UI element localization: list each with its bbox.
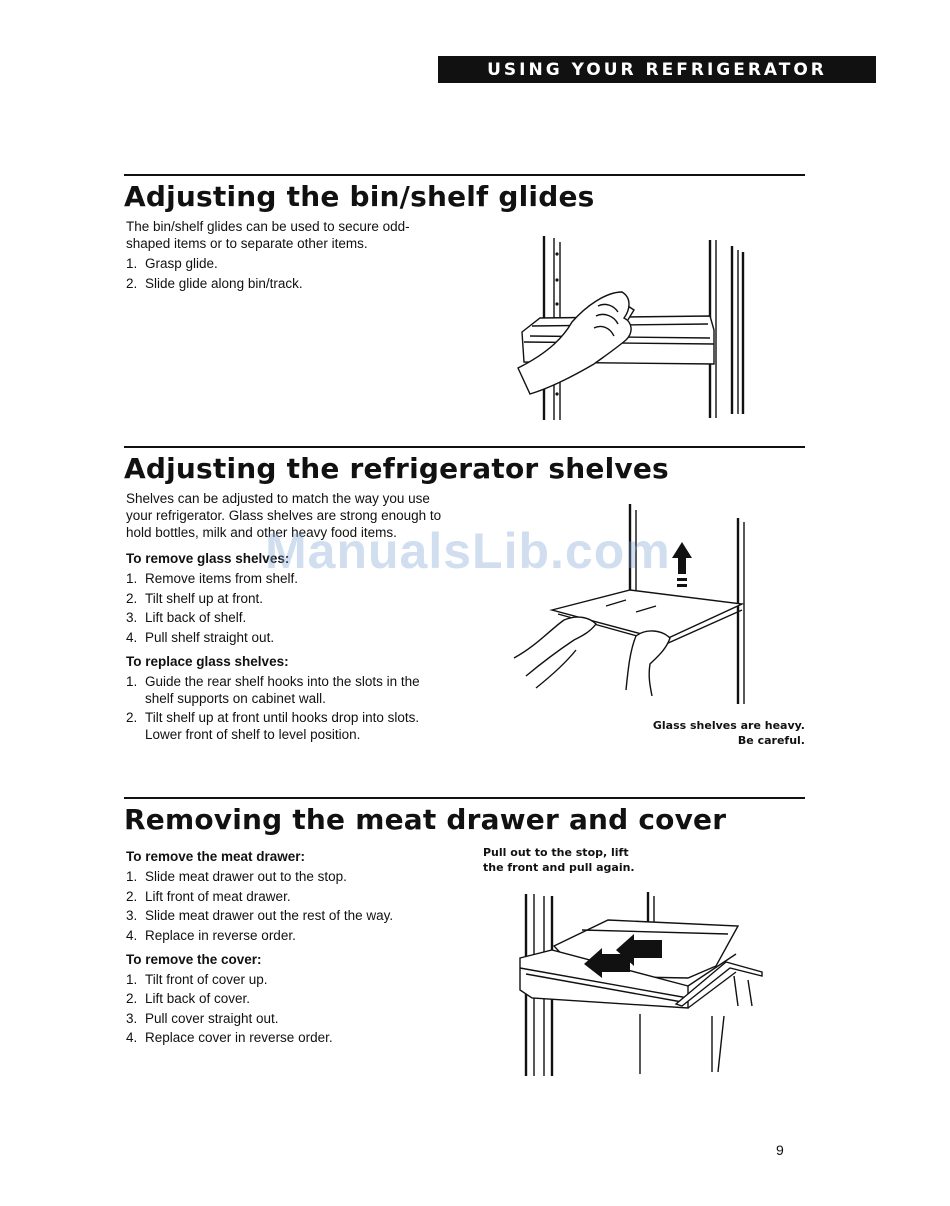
list-item: 2.Lift back of cover. (126, 991, 251, 1006)
list-item: 3.Slide meat drawer out the rest of the … (126, 908, 394, 923)
remove-cover-heading: To remove the cover: (126, 951, 262, 967)
section-divider-glides (124, 174, 805, 176)
glides-content: The bin/shelf glides can be used to secu… (126, 218, 444, 294)
remove-drawer-steps: 1.Slide meat drawer out to the stop. 2.L… (126, 868, 446, 944)
watermark: ManualsLib.com (265, 523, 671, 579)
meat-title: Removing the meat drawer and cover (124, 803, 727, 836)
remove-drawer-heading: To remove the meat drawer: (126, 849, 306, 864)
meat-drawer-illustration (519, 892, 763, 1076)
glide-illustration (517, 236, 745, 420)
shelves-title: Adjusting the refrigerator shelves (124, 452, 669, 485)
replace-shelves-heading: To replace glass shelves: (126, 653, 289, 669)
list-item: 2.Tilt shelf up at front until hooks dro… (126, 710, 420, 742)
section-header-bar: USING YOUR REFRIGERATOR (438, 56, 876, 83)
glides-title: Adjusting the bin/shelf glides (124, 180, 595, 213)
glides-steps: 1.Grasp glide. 2.Slide glide along bin/t… (126, 255, 444, 292)
section-divider-meat (124, 797, 805, 799)
meat-content: To remove the meat drawer: 1.Slide meat … (126, 848, 446, 1049)
shelf-caption: Glass shelves are heavy. Be careful. (652, 719, 805, 747)
list-item: 4.Pull shelf straight out. (126, 629, 275, 645)
list-item: 2.Lift front of meat drawer. (126, 888, 291, 904)
page-number: 9 (776, 1142, 784, 1158)
remove-shelves-steps: 1.Remove items from shelf. 2.Tilt shelf … (126, 570, 448, 646)
shelves-content: Shelves can be adjusted to match the way… (126, 490, 448, 746)
header-title: USING YOUR REFRIGERATOR (487, 59, 827, 80)
remove-cover-steps: 1.Tilt front of cover up. 2.Lift back of… (126, 971, 446, 1047)
shelves-intro: Shelves can be adjusted to match the way… (126, 491, 442, 540)
list-item: 2.Slide glide along bin/track. (126, 275, 303, 291)
list-item: 3.Pull cover straight out. (126, 1010, 279, 1026)
section-divider-shelves (124, 446, 805, 448)
list-item: 4.Replace in reverse order. (126, 927, 296, 943)
remove-shelves-heading: To remove glass shelves: (126, 551, 290, 566)
replace-shelves-steps: 1.Guide the rear shelf hooks into the sl… (126, 673, 448, 744)
list-item: 2.Tilt shelf up at front. (126, 590, 264, 606)
list-item: 1.Guide the rear shelf hooks into the sl… (126, 673, 420, 706)
list-item: 1.Tilt front of cover up. (126, 971, 268, 987)
drawer-caption: Pull out to the stop, lift the front and… (483, 846, 635, 874)
list-item: 4.Replace cover in reverse order. (126, 1030, 333, 1045)
glides-intro: The bin/shelf glides can be used to secu… (126, 219, 410, 251)
list-item: 1.Remove items from shelf. (126, 571, 299, 586)
list-item: 1.Grasp glide. (126, 256, 218, 271)
list-item: 3.Lift back of shelf. (126, 610, 247, 625)
list-item: 1.Slide meat drawer out to the stop. (126, 869, 347, 884)
glass-shelf-illustration (513, 504, 745, 704)
